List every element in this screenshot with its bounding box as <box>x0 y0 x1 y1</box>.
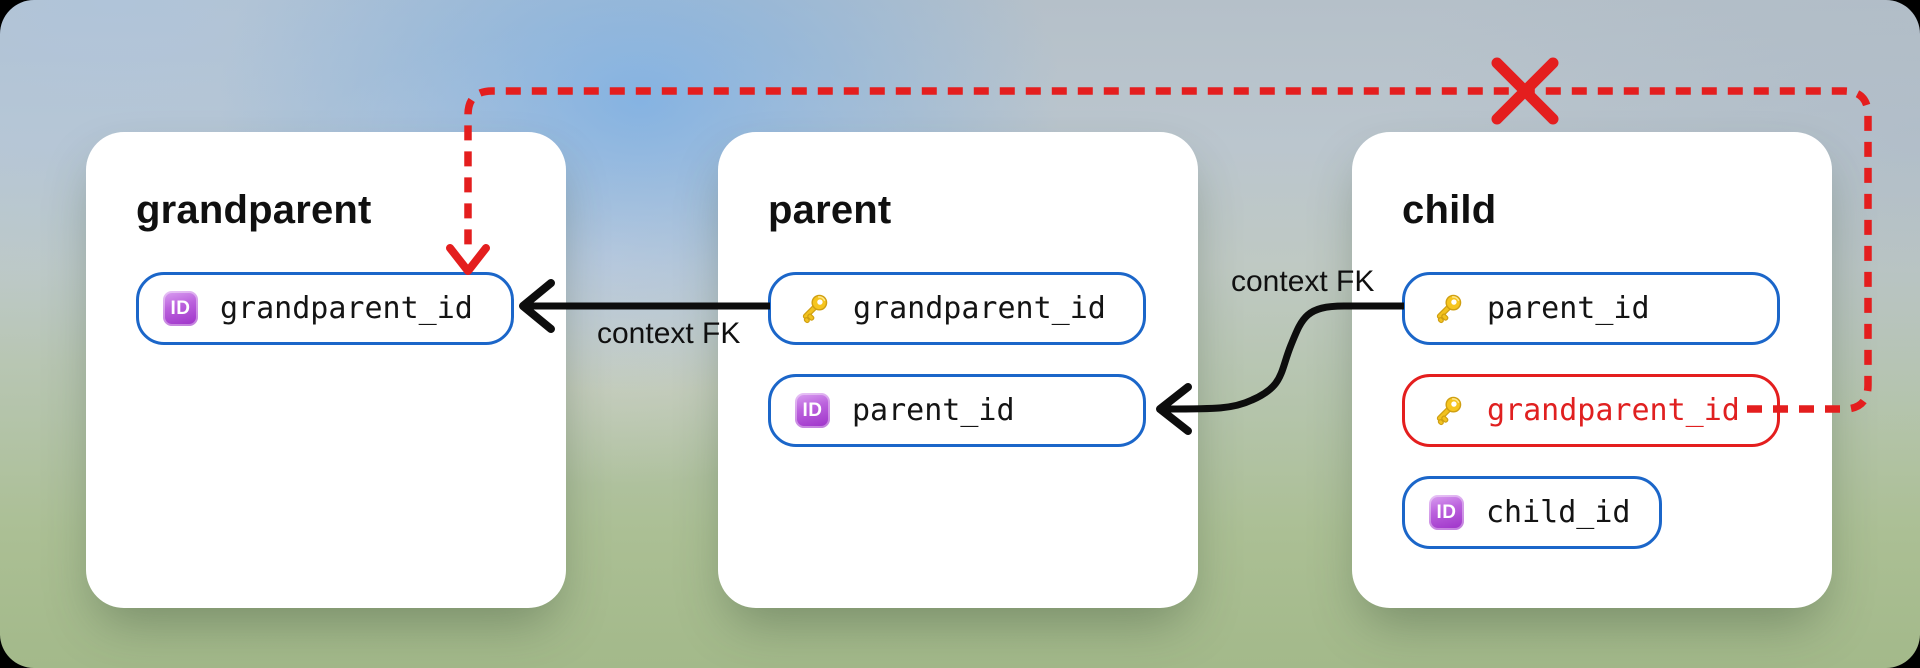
edge-label-context-fk-left: context FK <box>597 317 741 350</box>
field-pill-parent-grandparent-id: grandparent_id <box>768 272 1146 345</box>
edge-label-context-fk-right: context FK <box>1231 265 1375 298</box>
id-badge-icon: ID <box>1429 495 1464 530</box>
field-label: parent_id <box>1487 291 1650 326</box>
table-title-parent: parent <box>768 188 892 232</box>
key-icon <box>1436 396 1462 425</box>
table-card-child: child parent_id <box>1352 132 1832 608</box>
field-label: grandparent_id <box>1487 393 1740 428</box>
field-label: grandparent_id <box>220 291 473 326</box>
field-label: grandparent_id <box>853 291 1106 326</box>
field-label: parent_id <box>852 393 1015 428</box>
field-label: child_id <box>1486 495 1631 530</box>
invalid-cross-icon <box>1491 57 1559 125</box>
id-badge-icon: ID <box>795 393 830 428</box>
table-title-child: child <box>1402 188 1497 232</box>
id-badge-icon: ID <box>163 291 198 326</box>
key-icon <box>1436 294 1462 323</box>
field-pill-child-child-id: ID child_id <box>1402 476 1662 549</box>
field-pill-grandparent-grandparent-id: ID grandparent_id <box>136 272 514 345</box>
field-pill-child-parent-id: parent_id <box>1402 272 1780 345</box>
key-icon <box>802 294 828 323</box>
field-pill-child-grandparent-id-invalid: grandparent_id <box>1402 374 1780 447</box>
field-list: parent_id grandparent_id <box>1402 272 1782 549</box>
table-title-grandparent: grandparent <box>136 188 372 232</box>
table-card-grandparent: grandparent ID grandparent_id <box>86 132 566 608</box>
field-list: grandparent_id ID parent_id <box>768 272 1148 447</box>
table-card-parent: parent grandparent_id <box>718 132 1198 608</box>
field-pill-parent-parent-id: ID parent_id <box>768 374 1146 447</box>
field-list: ID grandparent_id <box>136 272 516 345</box>
